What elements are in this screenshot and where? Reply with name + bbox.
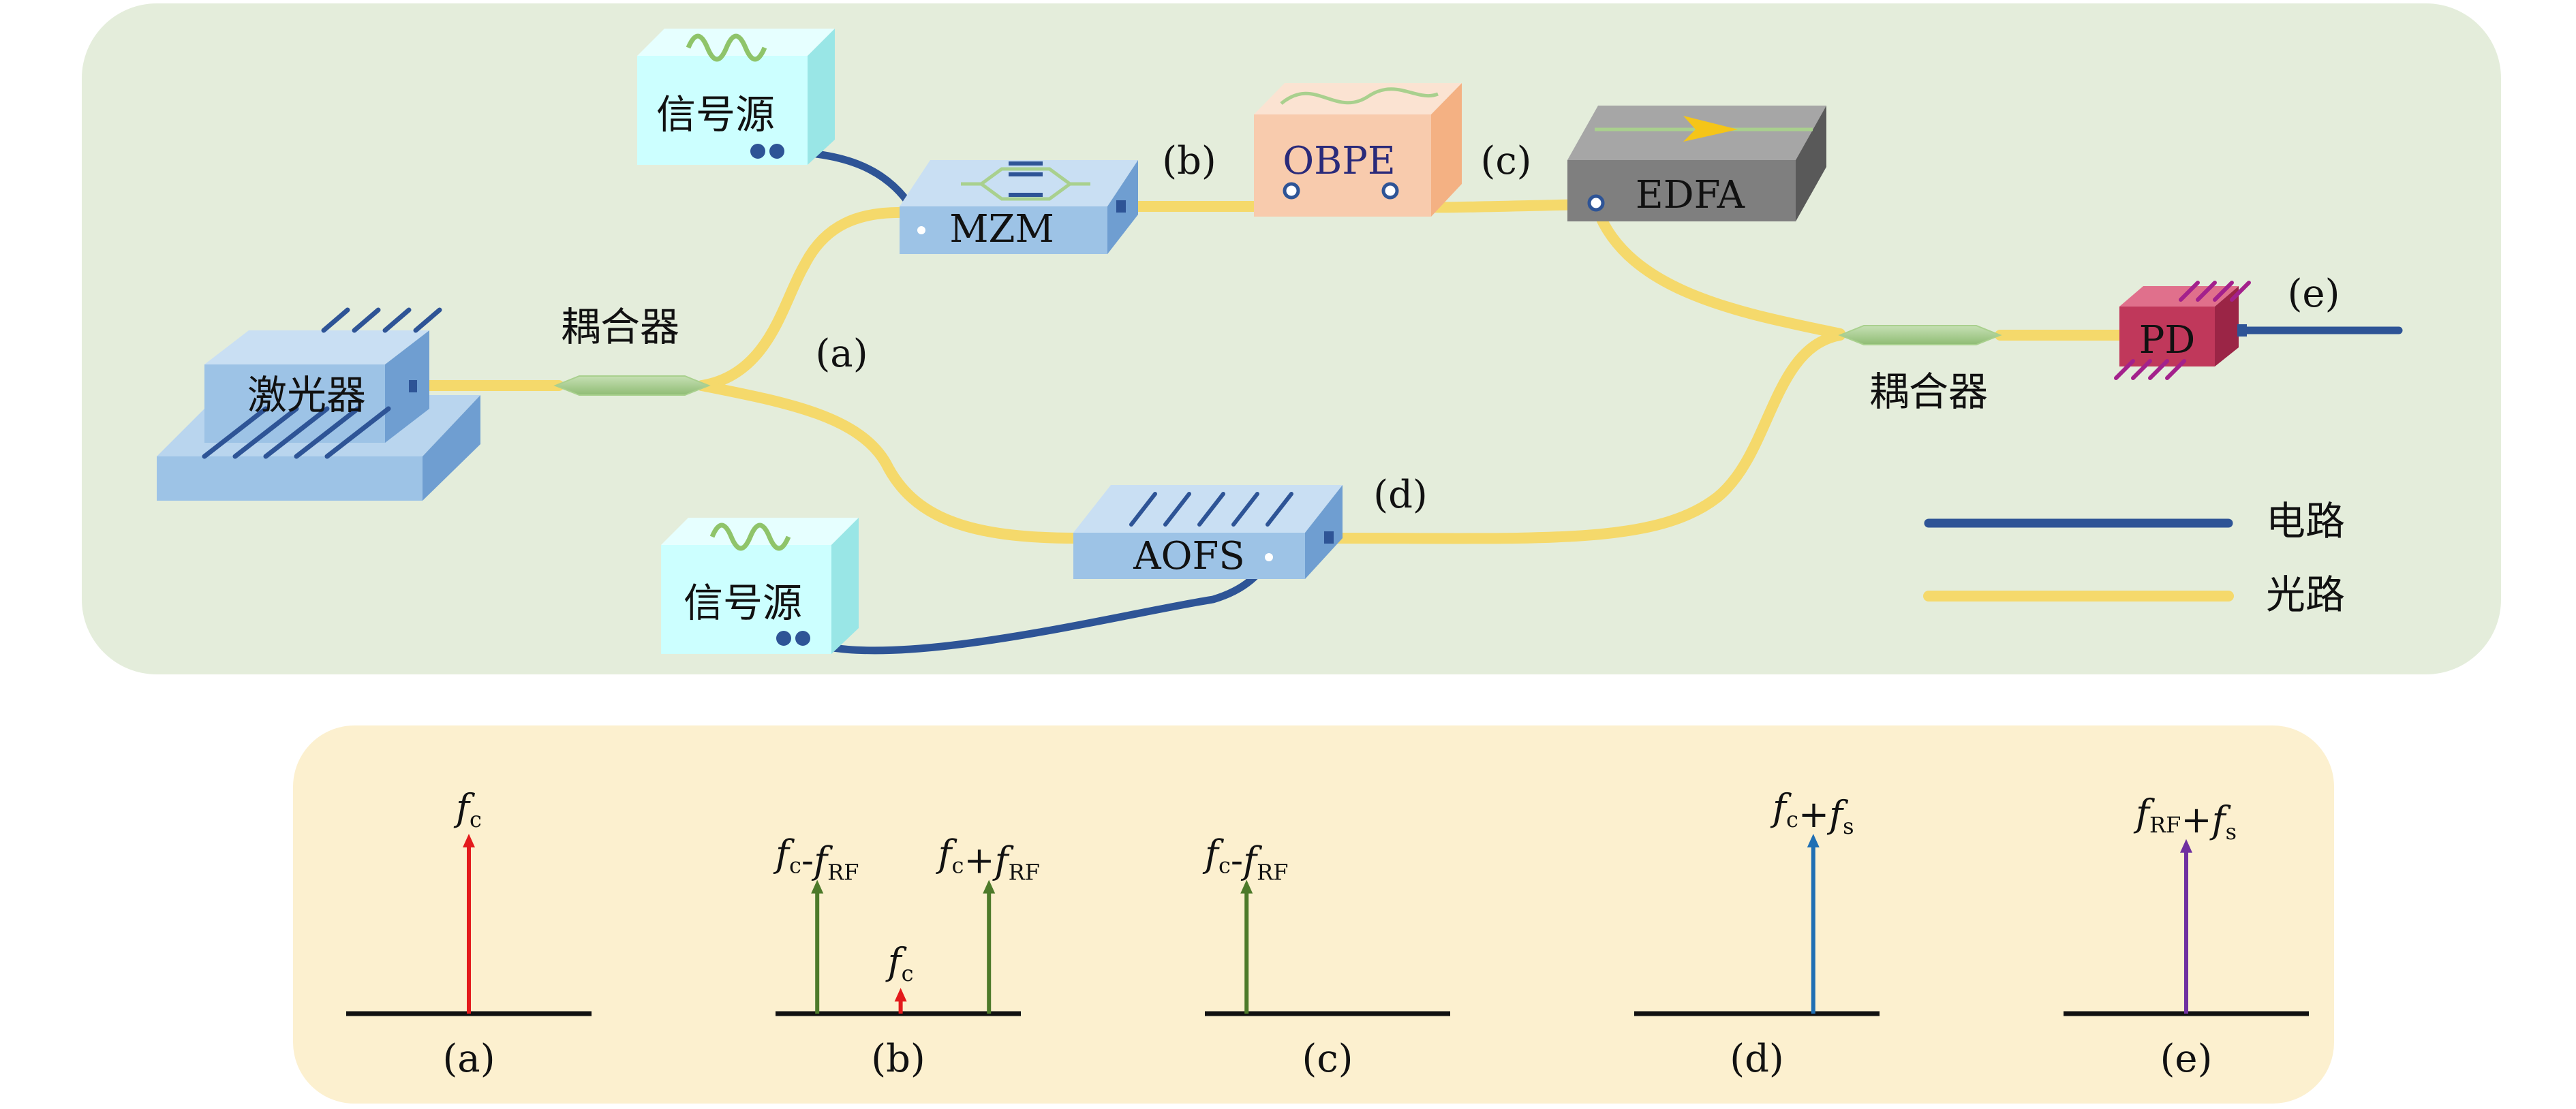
signal-source-bottom: 信号源 <box>661 518 859 654</box>
fiber-aofs-to-coupler <box>1330 330 1845 544</box>
coupler-left <box>553 375 711 396</box>
mzm-device: MZM <box>900 160 1138 254</box>
spectrum-4: (d) fc+fs <box>1634 786 1880 1081</box>
legend-optical-label: 光路 <box>2266 572 2345 618</box>
coupler-right-label: 耦合器 <box>1869 369 1988 415</box>
spectrum-panel <box>293 725 2334 1104</box>
laser-label: 激光器 <box>247 372 366 418</box>
edfa-label: EDFA <box>1636 173 1745 217</box>
edfa-device: EDFA <box>1567 106 1826 221</box>
laser-source-icon <box>157 307 480 501</box>
spectrum-5: (e) fRF+fs <box>2064 792 2309 1081</box>
point-d-label: (d) <box>1373 473 1428 517</box>
obpe-label: OBPE <box>1283 139 1396 183</box>
spectral-line-fc-fRF <box>1240 879 1253 1014</box>
point-c-label: (c) <box>1480 139 1531 183</box>
fiber-edfa-to-coupler <box>1589 196 1845 339</box>
spectral-line-fc+fRF <box>983 879 996 1014</box>
spectral-line-label: fc-fRF <box>1202 832 1288 886</box>
legend: 电路 光路 <box>1923 498 2345 618</box>
spectral-line-fc+fs <box>1807 834 1820 1014</box>
pd-device: PD <box>2114 281 2251 380</box>
spectral-line-fc-fRF <box>811 879 824 1014</box>
spectral-line-label: fRF+fs <box>2133 792 2237 845</box>
spectral-line-fc <box>894 988 907 1014</box>
fiber-coupler-to-aofs <box>696 380 1082 544</box>
mzm-label: MZM <box>949 207 1054 251</box>
obpe-device: OBPE <box>1254 83 1462 217</box>
spectrum-caption: (d) <box>1730 1037 1784 1081</box>
setup-panel <box>82 3 2501 674</box>
point-e-label: (e) <box>2288 272 2340 316</box>
signal-source-bottom-label: 信号源 <box>684 580 802 626</box>
spectrum-caption: (e) <box>2160 1037 2213 1081</box>
spectrum-caption: (a) <box>442 1037 495 1081</box>
amplifier-arrow-icon <box>1683 116 1738 142</box>
sine-wave-icon <box>709 522 791 551</box>
sine-wave-icon <box>686 33 767 62</box>
point-b-label: (b) <box>1162 139 1216 183</box>
spectrum-caption: (c) <box>1302 1037 1353 1081</box>
cable-source-to-aofs <box>800 554 1273 655</box>
spectral-line-fc <box>463 834 475 1014</box>
spectra-group: (a)fc(b)fc-fRFfcfc+fRF(c)fc-fRF(d)fc+fs(… <box>346 786 2309 1081</box>
legend-electric-label: 电路 <box>2266 498 2345 544</box>
spectral-line-fRF+fs <box>2180 839 2192 1014</box>
signal-source-top: 信号源 <box>637 29 835 165</box>
fiber-coupler-to-mzm <box>696 206 912 391</box>
spectrum-3: (c) fc-fRF <box>1202 832 1450 1081</box>
spectral-line-label: fc+fRF <box>935 832 1039 886</box>
coupler-right <box>1838 325 2002 345</box>
spectrum-1: (a)fc <box>346 786 592 1081</box>
point-a-label: (a) <box>815 332 868 376</box>
signal-source-top-label: 信号源 <box>656 91 775 138</box>
laser-device: 激光器 <box>157 307 480 501</box>
pd-label: PD <box>2139 318 2196 362</box>
aofs-label: AOFS <box>1133 534 1245 578</box>
spectral-line-label: fc+fs <box>1770 786 1854 839</box>
spectral-line-label: fc-fRF <box>773 832 859 886</box>
coupler-left-label: 耦合器 <box>561 304 679 350</box>
photodetector-icon <box>2114 281 2251 380</box>
optical-paths <box>403 187 2132 544</box>
aofs-device: AOFS <box>1073 485 1343 579</box>
spectrum-caption: (b) <box>871 1037 925 1081</box>
